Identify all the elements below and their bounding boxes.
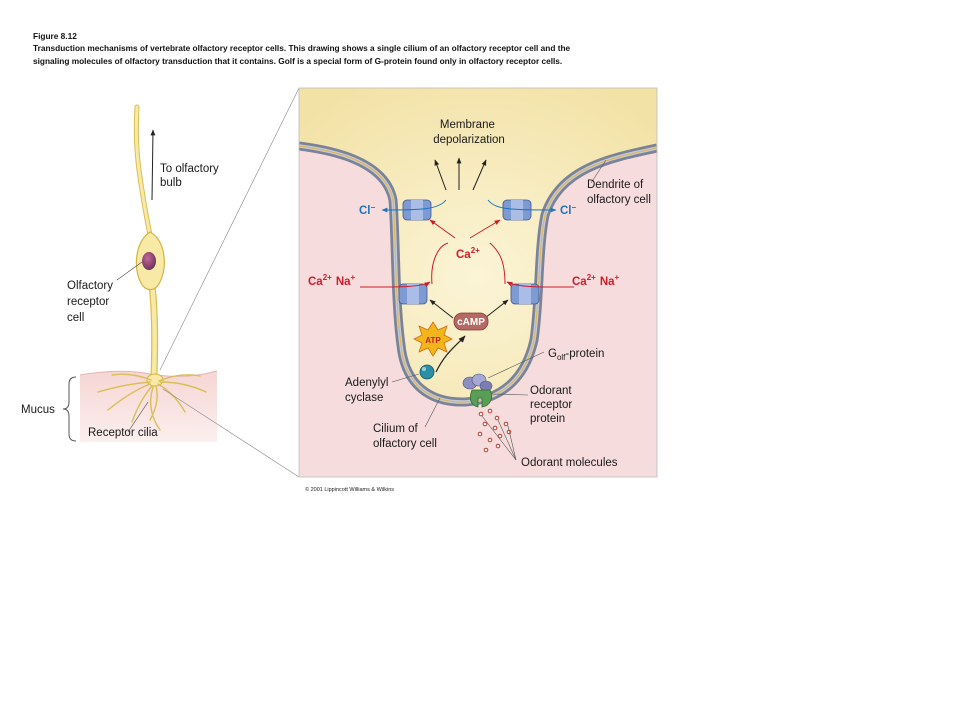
cilia-leader-line — [127, 401, 149, 433]
adenylyl-cyclase-label: Adenylyl cyclase — [345, 377, 392, 404]
camp-molecule: cAMP — [453, 312, 489, 331]
caption-text: Transduction mechanisms of vertebrate ol… — [33, 43, 571, 66]
to-bulb-label: To olfactory bulb — [160, 163, 222, 189]
ca-na-left-label: Ca2+Na+ — [308, 273, 356, 288]
calcium-arrows — [359, 219, 575, 288]
cell-leader-line — [116, 261, 143, 281]
mucus-brace — [62, 376, 77, 442]
odorant-molecules-label: Odorant molecules — [521, 457, 618, 469]
odorant-receptor-protein — [470, 389, 492, 408]
chloride-arrows — [381, 199, 557, 213]
copyright-notice: © 2001 Lippincott Williams & Wilkins — [305, 487, 395, 493]
camp-label: cAMP — [457, 317, 485, 328]
ca-na-right-label: Ca2+Na+ — [572, 273, 620, 288]
olfactory-receptor-cell-illustration — [62, 104, 218, 442]
cng-channel-left — [398, 283, 428, 305]
mucus-layer — [80, 371, 217, 442]
golf-protein-label: Golf-protein — [548, 348, 604, 362]
receptor-cell-label: Olfactory receptor cell — [67, 280, 116, 324]
chloride-channel-right — [502, 199, 532, 221]
camp-to-channel-arrows — [429, 299, 509, 319]
chloride-channel-left — [402, 199, 432, 221]
atp-label: ATP — [425, 336, 441, 345]
chloride-left-label: Cl− — [359, 203, 376, 217]
odorant-molecules — [477, 408, 512, 453]
zoom-line-bottom — [162, 388, 300, 478]
golf-protein — [462, 373, 493, 392]
cng-channel-right — [510, 283, 540, 305]
adenylyl-cyclase — [419, 364, 435, 380]
cilium-inset: ATP cAMP — [298, 87, 658, 478]
inset-leader-lines — [391, 159, 607, 461]
receptor-cilia — [97, 373, 207, 431]
inset-border — [298, 87, 658, 478]
depolarization-arrows — [434, 157, 487, 191]
cascade-arrow — [435, 335, 466, 373]
odorant-receptor-label: Odorant receptor protein — [530, 385, 575, 425]
figure-caption: Figure 8.12 Transduction mechanisms of v… — [33, 30, 573, 67]
to-bulb-arrow — [150, 129, 156, 201]
calcium-center-label: Ca2+ — [456, 246, 480, 261]
membrane-depolarization-label: Membrane depolarization — [433, 119, 505, 146]
chloride-right-label: Cl− — [560, 203, 577, 217]
atp-starburst: ATP — [413, 321, 453, 357]
zoom-line-top — [159, 87, 300, 371]
dendrite-label: Dendrite of olfactory cell — [587, 179, 651, 206]
mucus-label: Mucus — [21, 404, 55, 416]
figure-number: Figure 8.12 — [33, 31, 77, 41]
cilium-label: Cilium of olfactory cell — [373, 423, 437, 450]
cytoplasm — [299, 88, 657, 403]
receptor-cilia-label: Receptor cilia — [88, 427, 158, 439]
nucleus — [142, 252, 156, 270]
